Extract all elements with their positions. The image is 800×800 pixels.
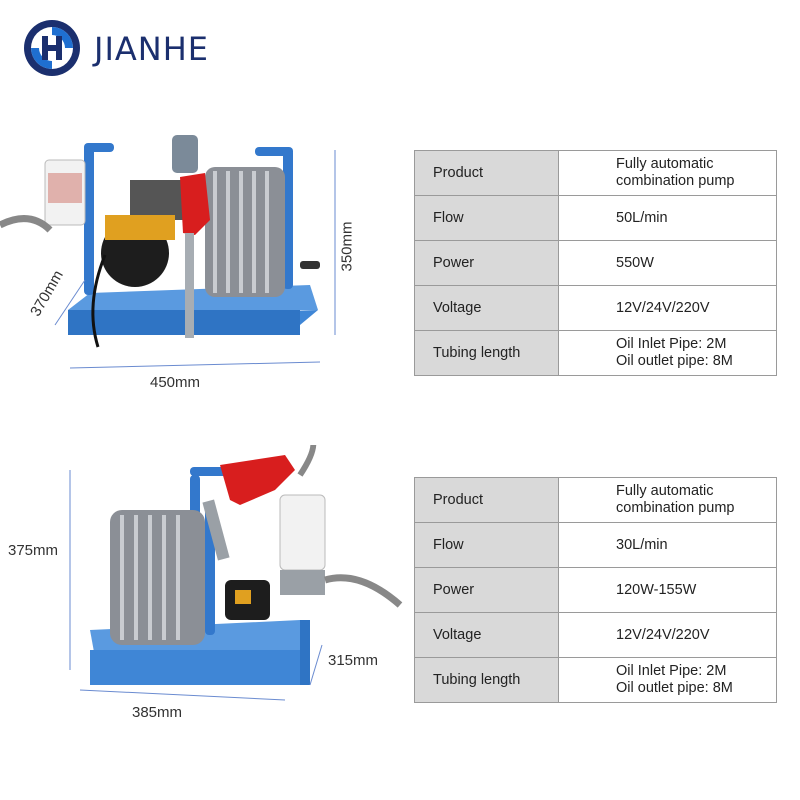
dimension-lines-1: [54, 150, 336, 369]
dimension-width-1: 450mm: [150, 374, 201, 391]
spec-value-line: combination pump: [616, 173, 735, 189]
table-row: Power 120W-155W: [414, 567, 777, 613]
spec-value-line: Oil Inlet Pipe: 2M: [616, 663, 727, 679]
jianhe-logo-icon: [24, 20, 80, 76]
table-row: Product Fully automatic combination pump: [414, 477, 777, 523]
spec-value-line: Oil outlet pipe: 8M: [616, 353, 733, 369]
spec-label: Voltage: [414, 612, 559, 658]
spec-label: Tubing length: [414, 330, 559, 376]
spec-value: 12V/24V/220V: [558, 285, 777, 331]
spec-value: Fully automatic combination pump: [558, 150, 777, 196]
spec-value: 30L/min: [558, 522, 777, 568]
spec-value: 550W: [558, 240, 777, 286]
table-row: Tubing length Oil Inlet Pipe: 2M Oil out…: [414, 330, 777, 376]
spec-value: Fully automatic combination pump: [558, 477, 777, 523]
spec-value: Oil Inlet Pipe: 2M Oil outlet pipe: 8M: [558, 657, 777, 703]
spec-label: Product: [414, 477, 559, 523]
spec-label: Power: [414, 567, 559, 613]
spec-label: Product: [414, 150, 559, 196]
spec-value: 12V/24V/220V: [558, 612, 777, 658]
spec-table-1: Product Fully automatic combination pump…: [414, 150, 777, 376]
table-row: Voltage 12V/24V/220V: [414, 285, 777, 331]
table-row: Voltage 12V/24V/220V: [414, 612, 777, 658]
table-row: Power 550W: [414, 240, 777, 286]
dimension-lines-2: [69, 470, 323, 701]
spec-label: Power: [414, 240, 559, 286]
spec-label: Tubing length: [414, 657, 559, 703]
dimension-height-2: 375mm: [8, 542, 59, 559]
spec-value-line: Fully automatic: [616, 483, 714, 499]
spec-value-line: Oil outlet pipe: 8M: [616, 680, 733, 696]
spec-value-line: Fully automatic: [616, 156, 714, 172]
table-row: Product Fully automatic combination pump: [414, 150, 777, 196]
dimension-width-2: 385mm: [132, 704, 183, 721]
spec-label: Flow: [414, 195, 559, 241]
table-row: Flow 50L/min: [414, 195, 777, 241]
pump-unit-2-image: [90, 445, 403, 685]
spec-value-line: combination pump: [616, 500, 735, 516]
spec-table-2: Product Fully automatic combination pump…: [414, 477, 777, 703]
dimension-depth-2: 315mm: [328, 652, 379, 669]
table-row: Tubing length Oil Inlet Pipe: 2M Oil out…: [414, 657, 777, 703]
spec-label: Flow: [414, 522, 559, 568]
spec-value-line: Oil Inlet Pipe: 2M: [616, 336, 727, 352]
pump-unit-1-image: [0, 135, 320, 348]
spec-value: 50L/min: [558, 195, 777, 241]
spec-value: 120W-155W: [558, 567, 777, 613]
spec-label: Voltage: [414, 285, 559, 331]
spec-value: Oil Inlet Pipe: 2M Oil outlet pipe: 8M: [558, 330, 777, 376]
table-row: Flow 30L/min: [414, 522, 777, 568]
brand-name: JIANHE: [94, 30, 209, 68]
